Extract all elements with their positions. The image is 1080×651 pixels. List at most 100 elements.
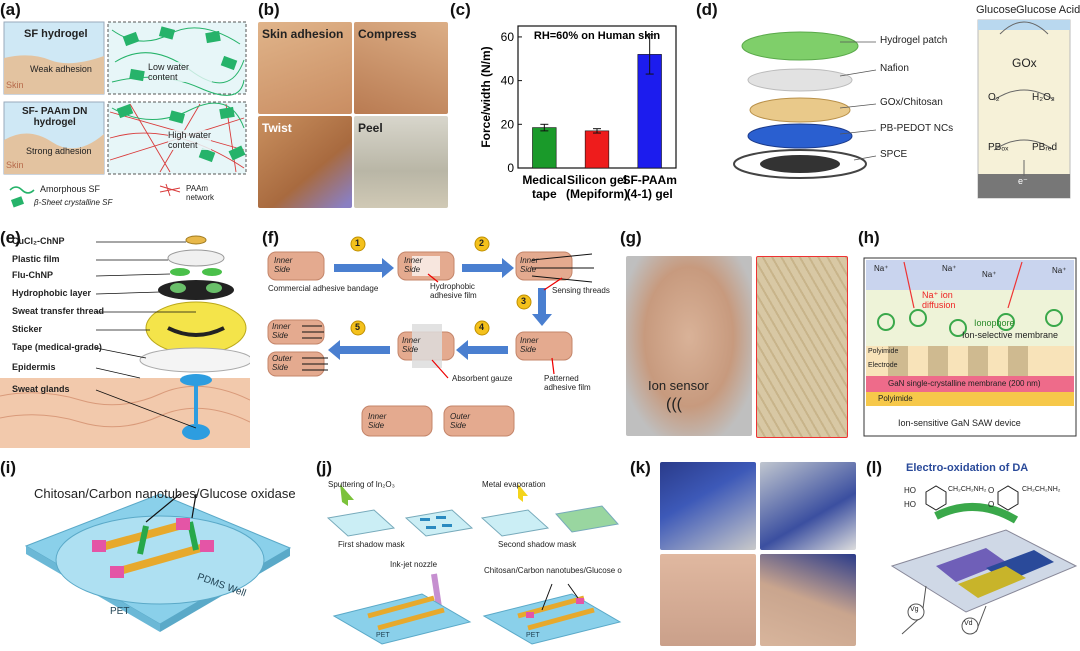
pet-label-2: PET — [526, 632, 540, 639]
polyimide-bottom-label: Polyimide — [878, 394, 913, 403]
inner-side-label: Inner Side — [274, 256, 293, 274]
strong-adhesion-label: Strong adhesion — [26, 146, 92, 156]
skin-label: Skin — [6, 80, 24, 90]
panel-f: (f) 1 2 3 4 5 I — [262, 228, 614, 448]
pet-label-1: PET — [376, 632, 390, 639]
peel-photo — [354, 116, 448, 208]
panel-k: (k) — [630, 456, 860, 651]
glucose-label: Glucose — [976, 4, 1017, 16]
chain-right: CH₂CH₂NH₂ — [1022, 486, 1061, 493]
sf-hydrogel-label: SF hydrogel — [24, 28, 88, 40]
compress-photo — [354, 22, 448, 114]
y-tick-label: 20 — [501, 117, 515, 131]
signal-icon: ((( — [666, 396, 682, 413]
twist-label: Twist — [262, 121, 292, 135]
hand-photo — [626, 256, 752, 436]
gox-label: GOx — [1012, 56, 1037, 70]
vg-label: Vg — [910, 606, 919, 613]
flu-chnp-label: Flu-ChNP — [12, 270, 53, 280]
panel-label: (c) — [450, 0, 471, 19]
sticker-label: Sticker — [12, 324, 43, 334]
bar-0 — [532, 127, 557, 169]
ho-label: HO — [904, 486, 916, 495]
panel-d: (d) Hydrogel patch Nafion GOx/Chitosan P… — [690, 0, 1080, 210]
sputter-label: Sputtering of In₂O₃ — [328, 480, 395, 489]
pbred-label: PBᵣₑd — [1032, 142, 1058, 153]
diffusion-label: Na⁺ ion diffusion — [922, 290, 956, 310]
sensor-zoom-photo — [756, 256, 848, 438]
panel-label: (h) — [858, 228, 880, 247]
panel-a: (a) — [0, 0, 250, 215]
step-5: 5 — [355, 322, 361, 332]
sweat-thread-label: Sweat transfer thread — [12, 306, 105, 316]
legend-beta: β-Sheet crystalline SF — [34, 198, 113, 207]
pb-pedot-label: PB-PEDOT NCs — [880, 123, 954, 134]
sweat-glands-label: Sweat glands — [12, 384, 70, 394]
bandage-fabrication-diagram — [267, 236, 594, 437]
glucose-acid-label: Glucose Acid — [1016, 4, 1080, 16]
panel-label: (i) — [0, 458, 17, 477]
na-label: Na⁺ — [982, 270, 997, 279]
gan-label: GaN single-crystalline membrane (200 nm) — [888, 379, 1041, 388]
outer-side-label: Outer Side — [450, 412, 471, 430]
gan-saw-diagram — [863, 257, 1077, 437]
outer-side-label: Outer Side — [272, 354, 293, 372]
x-tick-label: tape — [532, 187, 557, 201]
o-label: O — [988, 486, 995, 495]
hydrophobic-layer-label: Hydrophobic layer — [12, 288, 92, 298]
panel-label: (d) — [696, 0, 718, 19]
compress-label: Compress — [358, 27, 417, 41]
plastic-film-label: Plastic film — [12, 254, 60, 264]
pbox-label: PBₒₓ — [988, 142, 1009, 153]
h2o2-label: H₂O₂ — [1032, 92, 1055, 103]
panel-g: (g) Ion sensor ((( — [620, 228, 850, 440]
skin-label-bottom: Skin — [6, 160, 24, 170]
na-label: Na⁺ — [942, 264, 957, 273]
peel-label: Peel — [358, 121, 383, 135]
mask1-label: First shadow mask — [338, 540, 405, 549]
panel-i: (i) Chitosan/Carbon nanotubes/Glucose ox… — [0, 456, 310, 651]
metal-label: Metal evaporation — [482, 480, 546, 489]
sensor-stack-diagram — [733, 19, 1071, 199]
panel-label: (f) — [262, 228, 279, 247]
na-label: Na⁺ — [874, 264, 889, 273]
panel-h: (h) Na⁺ Na⁺ Na⁺ Na⁺ Na⁺ ion diffusion Io… — [858, 228, 1080, 440]
inner-side-label: Inner Side — [520, 336, 539, 354]
y-tick-label: 0 — [507, 161, 514, 175]
panel-label: (e) — [0, 228, 21, 247]
device-holding-photo — [760, 462, 856, 550]
legend-amorphous: Amorphous SF — [40, 184, 101, 194]
step-4: 4 — [479, 322, 485, 332]
vd-label: Vd — [964, 620, 973, 627]
inner-side-label: Inner Side — [520, 256, 539, 274]
colorimetric-patch-diagram — [0, 235, 250, 448]
bar-1 — [584, 130, 610, 169]
chain-left: CH₂CH₂NH₂ — [948, 486, 987, 493]
o2-label: O₂ — [988, 92, 1000, 103]
panel-label: (a) — [0, 0, 21, 19]
spce-label: SPCE — [880, 149, 908, 160]
panel-label: (g) — [620, 228, 642, 247]
chart-title: RH=60% on Human skin — [534, 30, 661, 42]
inner-side-label: Inner Side — [404, 256, 423, 274]
electrode-label: Electrode — [868, 362, 898, 369]
low-water-label: Low water content — [148, 62, 212, 82]
nozzle-label: Ink-jet nozzle — [390, 560, 438, 569]
ion-sensor-label: Ion sensor — [648, 378, 709, 393]
o-label: O — [988, 500, 995, 509]
pet-device-diagram — [24, 493, 292, 632]
skin-adhesion-photo — [258, 22, 352, 114]
epidermis-label: Epidermis — [12, 362, 56, 372]
panel-b: (b) Skin adhesion Compress Twist Peel — [258, 0, 448, 210]
dn-hydrogel-label: SF- PAAm DN hydrogel — [22, 106, 88, 128]
ho-label: HO — [904, 500, 916, 509]
panel-label: (b) — [258, 0, 280, 19]
caption-sensing: Sensing threads — [552, 286, 610, 295]
panel-e: (e) CuCl₂-ChNP Plastic film Flu-ChNP Hyd… — [0, 228, 250, 448]
step-1: 1 — [355, 238, 361, 248]
caption-patterned: Patterned adhesive film — [544, 374, 591, 392]
inner-side-label: Inner Side — [272, 322, 291, 340]
caption-gauze: Absorbent gauze — [452, 374, 513, 383]
gox-chitosan-label: GOx/Chitosan — [880, 97, 943, 108]
